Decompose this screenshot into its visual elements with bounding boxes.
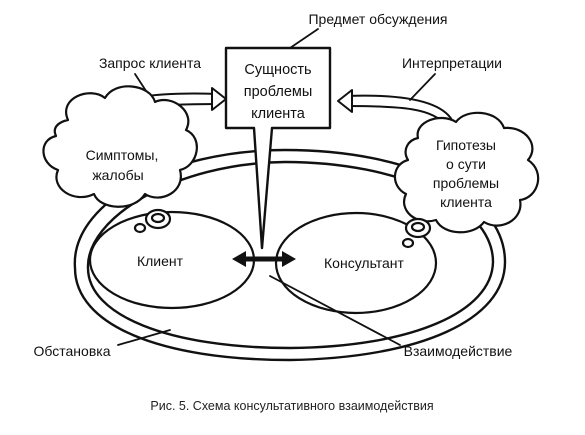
topic-label: Предмет обсуждения xyxy=(308,11,447,27)
symptoms-line-2: жалобы xyxy=(92,167,143,183)
figure-caption: Рис. 5. Схема консультативного взаимодей… xyxy=(150,399,433,413)
hypotheses-line-3: проблемы xyxy=(433,175,499,191)
problem-essence-callout xyxy=(224,46,332,250)
interpretations-label: Интерпретации xyxy=(402,55,502,71)
consultant-ellipse xyxy=(274,211,438,315)
consultant-label: Консультант xyxy=(324,255,405,271)
problem-box-line-2: проблемы xyxy=(244,84,313,100)
symptoms-thought-cloud xyxy=(42,85,198,208)
problem-box-line-3: клиента xyxy=(251,106,306,122)
hypotheses-thought-bubbles xyxy=(401,217,432,249)
hypotheses-line-2: о сути xyxy=(446,156,486,172)
interpretations-leader xyxy=(409,73,436,101)
problem-box-line-1: Сущность xyxy=(244,62,311,78)
interaction-leader-line xyxy=(269,275,401,346)
client-label: Клиент xyxy=(137,253,184,269)
hypotheses-thought-cloud xyxy=(393,111,540,234)
setting-leader-line xyxy=(117,329,171,346)
setting-label: Обстановка xyxy=(34,343,111,359)
hypotheses-line-1: Гипотезы xyxy=(436,137,496,153)
interaction-double-arrow xyxy=(232,251,296,267)
symptoms-line-1: Симптомы, xyxy=(86,147,159,163)
hypotheses-line-4: клиента xyxy=(440,194,492,210)
symptoms-thought-bubbles xyxy=(133,208,172,234)
topic-leader-line xyxy=(289,28,319,49)
client-request-label: Запрос клиента xyxy=(99,55,201,71)
interaction-label: Взаимодействие xyxy=(404,343,513,359)
